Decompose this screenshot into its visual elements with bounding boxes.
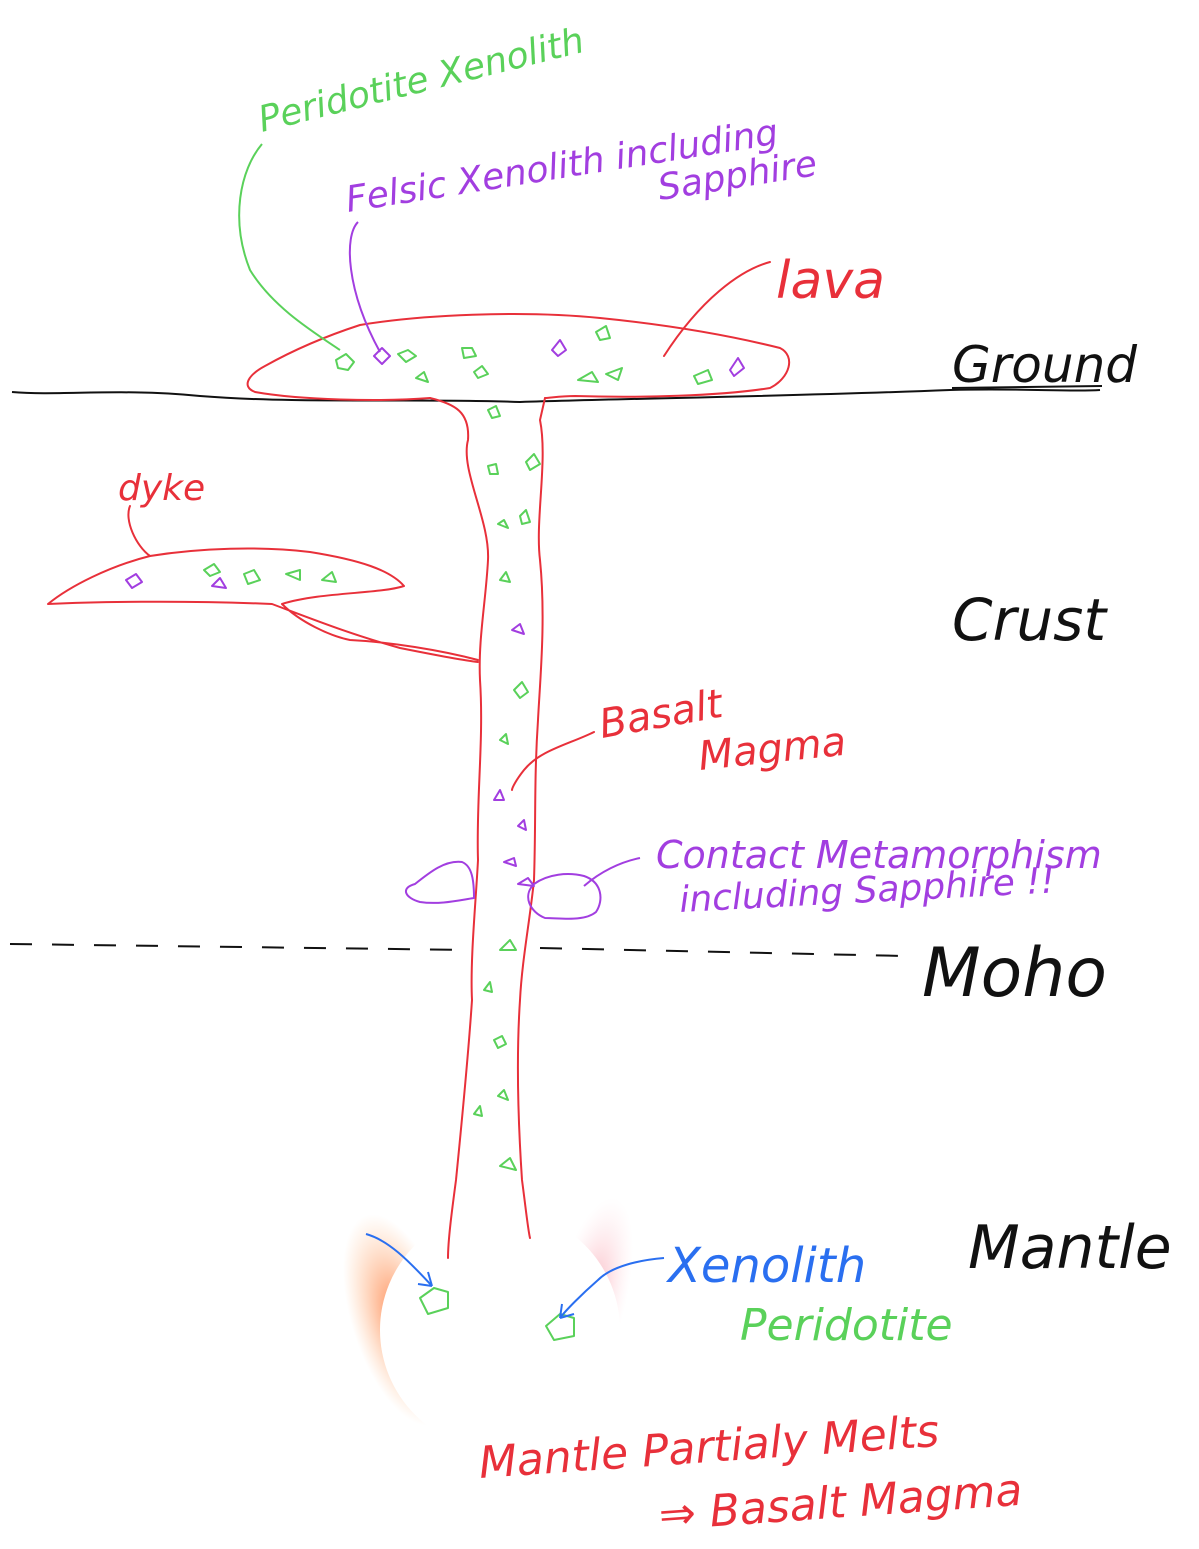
felsic-xenolith-leader bbox=[348, 221, 381, 353]
ground-line bbox=[11, 388, 1101, 404]
peridotite-xenolith-label: Peridotite Xenolith bbox=[254, 20, 588, 141]
basalt-magma-label-line2: Magma bbox=[696, 719, 848, 780]
dyke-leader bbox=[127, 505, 151, 557]
mantle-melt-zone bbox=[343, 1197, 634, 1450]
lava-leader bbox=[663, 261, 771, 357]
contact-metamorphism-leader bbox=[583, 857, 641, 887]
magma-conduit bbox=[429, 397, 546, 1259]
moho-line bbox=[9, 943, 906, 957]
peridotite-xenolith-leader bbox=[238, 143, 341, 351]
dyke bbox=[47, 547, 479, 663]
moho-label: Moho bbox=[922, 934, 1107, 1013]
partial-melt-label-line2: ⇒ Basalt Magma bbox=[657, 1465, 1024, 1541]
contact-zone-right bbox=[527, 873, 602, 920]
dyke-label: dyke bbox=[118, 468, 205, 509]
contact-metamorphism-label-line1: Contact Metamorphism bbox=[656, 833, 1102, 877]
lava-flow bbox=[246, 313, 791, 401]
xenolith-label: Xenolith bbox=[665, 1238, 866, 1294]
basalt-magma-leader bbox=[511, 731, 595, 791]
xenolith-arrows bbox=[365, 1233, 665, 1319]
contact-zone-left bbox=[405, 860, 475, 904]
crust-label: Crust bbox=[952, 586, 1108, 654]
felsic-fragments bbox=[125, 339, 745, 887]
peridotite-label: Peridotite bbox=[740, 1300, 953, 1351]
lava-label: lava bbox=[776, 251, 885, 311]
ground-label: Ground bbox=[952, 336, 1137, 394]
mantle-label: Mantle bbox=[968, 1213, 1172, 1283]
peridotite-fragments bbox=[203, 325, 713, 1341]
ground-underline bbox=[951, 385, 1103, 389]
